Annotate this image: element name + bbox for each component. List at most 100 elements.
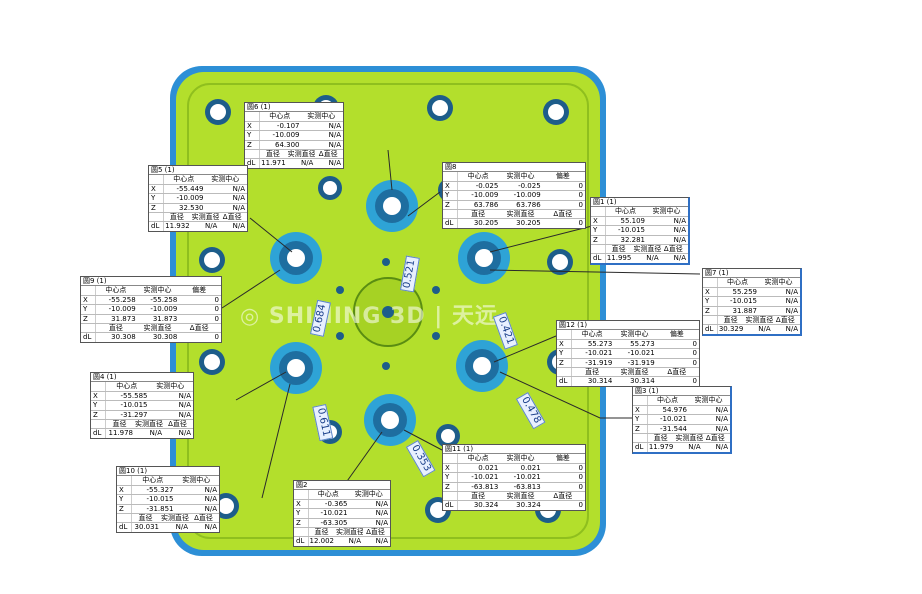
header-cell: 直径 xyxy=(169,213,184,222)
row-label-cell: dL xyxy=(149,222,164,231)
value-cell: 0.021 xyxy=(478,463,499,472)
value-cell: -10.021 xyxy=(471,473,499,482)
row-label-cell: X xyxy=(81,295,96,305)
header-cell: Δ直径 xyxy=(553,210,573,219)
value-cell: 0 xyxy=(214,314,220,323)
row-label-cell xyxy=(117,514,132,523)
value-cell: -31.297 xyxy=(120,410,148,419)
row-label-cell: Y xyxy=(703,297,718,306)
value-cell: N/A xyxy=(646,254,659,263)
header-cell: Δ直径 xyxy=(222,213,242,222)
header-cell: Δ直径 xyxy=(189,324,209,333)
row-label-cell: X xyxy=(294,499,309,509)
value-cell: N/A xyxy=(715,415,728,424)
row-label-cell xyxy=(443,210,458,219)
value-cell: -10.009 xyxy=(176,194,204,203)
value-cell: 63.786 xyxy=(473,200,499,209)
header-cell: 实测直径 xyxy=(161,514,189,523)
header-cell: Δ直径 xyxy=(194,514,213,523)
leader-lines xyxy=(221,149,701,499)
table-title: 圆6 (1) xyxy=(245,103,343,113)
value-cell: 64.300 xyxy=(275,140,300,149)
header-cell: 中心点 xyxy=(142,476,164,485)
value-cell: 0 xyxy=(692,339,697,348)
value-cell: N/A xyxy=(204,523,217,532)
value-cell: -10.021 xyxy=(627,349,655,358)
value-cell: N/A xyxy=(375,499,388,508)
row-label-cell xyxy=(703,278,718,287)
header-cell: Δ直径 xyxy=(667,368,687,377)
value-cell: -31.919 xyxy=(627,358,655,367)
value-cell: N/A xyxy=(178,401,191,410)
row-label-cell: dL xyxy=(91,429,106,438)
table-header-row: 中心点实测中心偏差 xyxy=(81,286,221,296)
table-title: 圆9 (1) xyxy=(81,277,221,287)
value-cell: -10.021 xyxy=(585,349,613,358)
row-label-cell: X xyxy=(245,121,260,131)
value-cell: 0 xyxy=(578,463,583,472)
table-header-row: 中心点实测中心偏差 xyxy=(557,330,699,340)
value-cell: N/A xyxy=(149,429,162,438)
header-cell: 实测中心 xyxy=(143,286,172,295)
row-label-cell: Z xyxy=(703,306,718,316)
value-cell: -55.585 xyxy=(120,391,148,400)
value-cell: 0 xyxy=(692,349,697,358)
header-cell: 直径 xyxy=(585,368,600,377)
header-cell: Δ直径 xyxy=(663,245,683,254)
row-label-cell xyxy=(81,286,96,295)
value-cell: N/A xyxy=(232,184,245,193)
header-cell: 直径 xyxy=(138,514,153,523)
row-label-cell: Z xyxy=(633,424,648,434)
row-label-cell xyxy=(294,490,309,499)
header-cell: 实测直径 xyxy=(135,420,163,429)
value-cell: N/A xyxy=(785,287,798,296)
watermark-logo: ◎ SHINING 3D | 天远 xyxy=(240,298,498,330)
value-cell: 30.314 xyxy=(587,377,613,386)
central-boss xyxy=(336,258,440,370)
header-cell: Δ直径 xyxy=(318,150,338,159)
header-cell: 实测中心 xyxy=(764,278,793,287)
header-cell: 偏差 xyxy=(669,330,684,339)
table-title: 圆7 (1) xyxy=(703,269,800,279)
value-cell: 0 xyxy=(578,181,583,190)
header-cell: Δ直径 xyxy=(705,434,725,443)
header-cell: 实测中心 xyxy=(156,382,185,391)
value-cell: N/A xyxy=(232,194,245,203)
row-label-cell xyxy=(443,172,458,181)
header-cell: 直径 xyxy=(471,210,486,219)
value-cell: N/A xyxy=(688,443,701,452)
value-cell: 0 xyxy=(578,473,583,482)
value-cell: -10.021 xyxy=(320,509,348,518)
row-label-cell: Z xyxy=(91,410,106,420)
row-label-cell: Z xyxy=(557,358,572,368)
row-label-cell: Z xyxy=(149,203,164,213)
value-cell: 55.273 xyxy=(630,339,655,348)
